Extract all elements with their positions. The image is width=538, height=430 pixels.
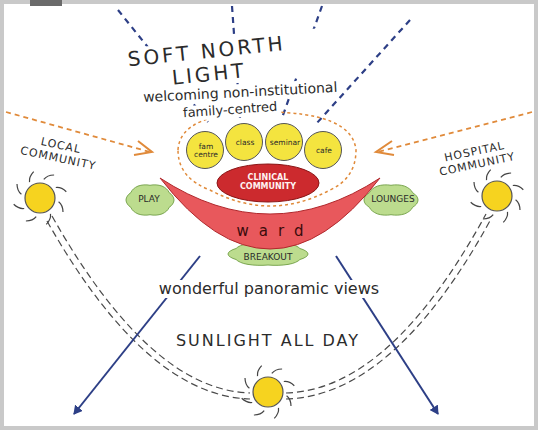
sun-ray xyxy=(513,185,524,189)
sun-ray xyxy=(14,204,25,208)
sun-ray xyxy=(46,214,50,225)
sun xyxy=(482,181,512,211)
sun-ray xyxy=(272,369,282,373)
sun xyxy=(253,377,283,407)
sun-ray xyxy=(254,411,264,415)
views-note: wonderful panoramic views xyxy=(157,280,381,298)
sun-ray xyxy=(474,182,478,192)
facility-circle: seminar xyxy=(265,123,303,161)
ward-crescent-shape xyxy=(150,170,390,260)
node-label: seminar xyxy=(270,139,300,147)
sun-ray xyxy=(287,396,291,406)
sun-ray xyxy=(503,212,507,223)
amenity-blob-outline xyxy=(126,185,174,215)
sun-ray xyxy=(56,187,67,191)
sun-ray xyxy=(59,202,63,212)
node-label: BREAKOUT xyxy=(244,253,293,263)
amenity-blob-outline xyxy=(228,243,308,266)
node-label: ward xyxy=(227,223,314,240)
tape-mark xyxy=(30,0,62,6)
sun-ray xyxy=(26,217,36,221)
node-label: class xyxy=(236,139,255,147)
sun-ray xyxy=(17,184,21,194)
sun-ray xyxy=(29,172,33,183)
sun-ray xyxy=(483,215,493,219)
amenity-blob-outline xyxy=(364,185,418,215)
ward-crescent: ward xyxy=(150,170,390,260)
sun-ray xyxy=(44,175,54,179)
facility-circle: class xyxy=(225,123,263,161)
sun-ray xyxy=(274,408,278,419)
sun-ray xyxy=(284,381,295,385)
node-label: LOUNGES xyxy=(371,195,414,205)
ward-crescent-outline xyxy=(160,178,380,249)
node-label: CLINICAL COMMUNITY xyxy=(228,174,308,192)
sun-ray xyxy=(245,378,249,388)
clinical-oval: CLINICAL COMMUNITY xyxy=(216,163,320,203)
facility-circle: cafe xyxy=(304,131,342,169)
node-label: cafe xyxy=(316,147,332,155)
paper xyxy=(4,4,534,426)
clinical-oval-outline xyxy=(217,164,319,202)
sun-ray xyxy=(257,366,261,377)
view-arrows xyxy=(74,256,438,414)
sunlight-note: SUNLIGHT ALL DAY xyxy=(174,332,362,350)
cluster-outline xyxy=(178,112,356,206)
sun xyxy=(25,183,55,213)
node-label: PLAY xyxy=(138,195,160,205)
node-label: fam centre xyxy=(191,143,221,160)
suns xyxy=(14,170,524,419)
sun-ray xyxy=(242,398,253,402)
sun-ray xyxy=(516,200,520,210)
sun-ray xyxy=(501,173,511,177)
facility-circle: fam centre xyxy=(186,131,224,169)
sun-ray xyxy=(471,202,482,206)
sun-ray xyxy=(486,170,490,181)
approach-chevrons xyxy=(134,141,394,155)
